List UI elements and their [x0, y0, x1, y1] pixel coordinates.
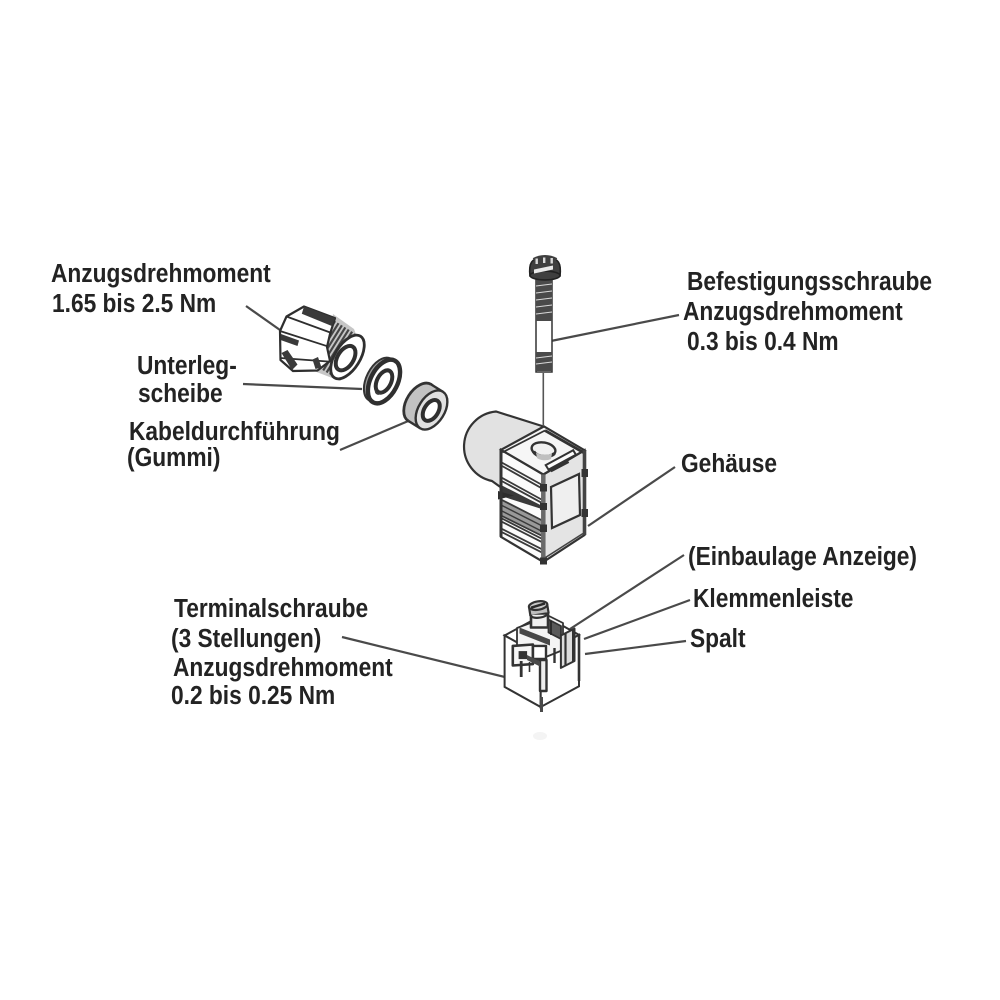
- svg-text:(Gummi): (Gummi): [127, 444, 220, 473]
- svg-text:Unterleg-: Unterleg-: [137, 352, 237, 381]
- svg-text:0.3 bis 0.4 Nm: 0.3 bis 0.4 Nm: [687, 328, 839, 357]
- svg-text:Terminalschraube: Terminalschraube: [174, 595, 368, 624]
- svg-text:Spalt: Spalt: [690, 625, 746, 654]
- svg-text:Anzugsdrehmoment: Anzugsdrehmoment: [683, 298, 903, 327]
- svg-text:(Einbaulage Anzeige): (Einbaulage Anzeige): [688, 543, 917, 572]
- svg-text:0.2 bis 0.25 Nm: 0.2 bis 0.25 Nm: [171, 682, 335, 711]
- svg-text:Anzugsdrehmoment: Anzugsdrehmoment: [51, 260, 271, 289]
- svg-text:Kabeldurchführung: Kabeldurchführung: [129, 418, 340, 447]
- svg-text:scheibe: scheibe: [138, 380, 223, 409]
- svg-text:1.65 bis 2.5 Nm: 1.65 bis 2.5 Nm: [52, 290, 216, 319]
- svg-text:Anzugsdrehmoment: Anzugsdrehmoment: [173, 654, 393, 683]
- svg-text:Klemmenleiste: Klemmenleiste: [693, 585, 853, 614]
- svg-text:Gehäuse: Gehäuse: [681, 450, 777, 479]
- svg-text:(3 Stellungen): (3 Stellungen): [171, 625, 321, 654]
- svg-text:Befestigungsschraube: Befestigungsschraube: [687, 268, 932, 297]
